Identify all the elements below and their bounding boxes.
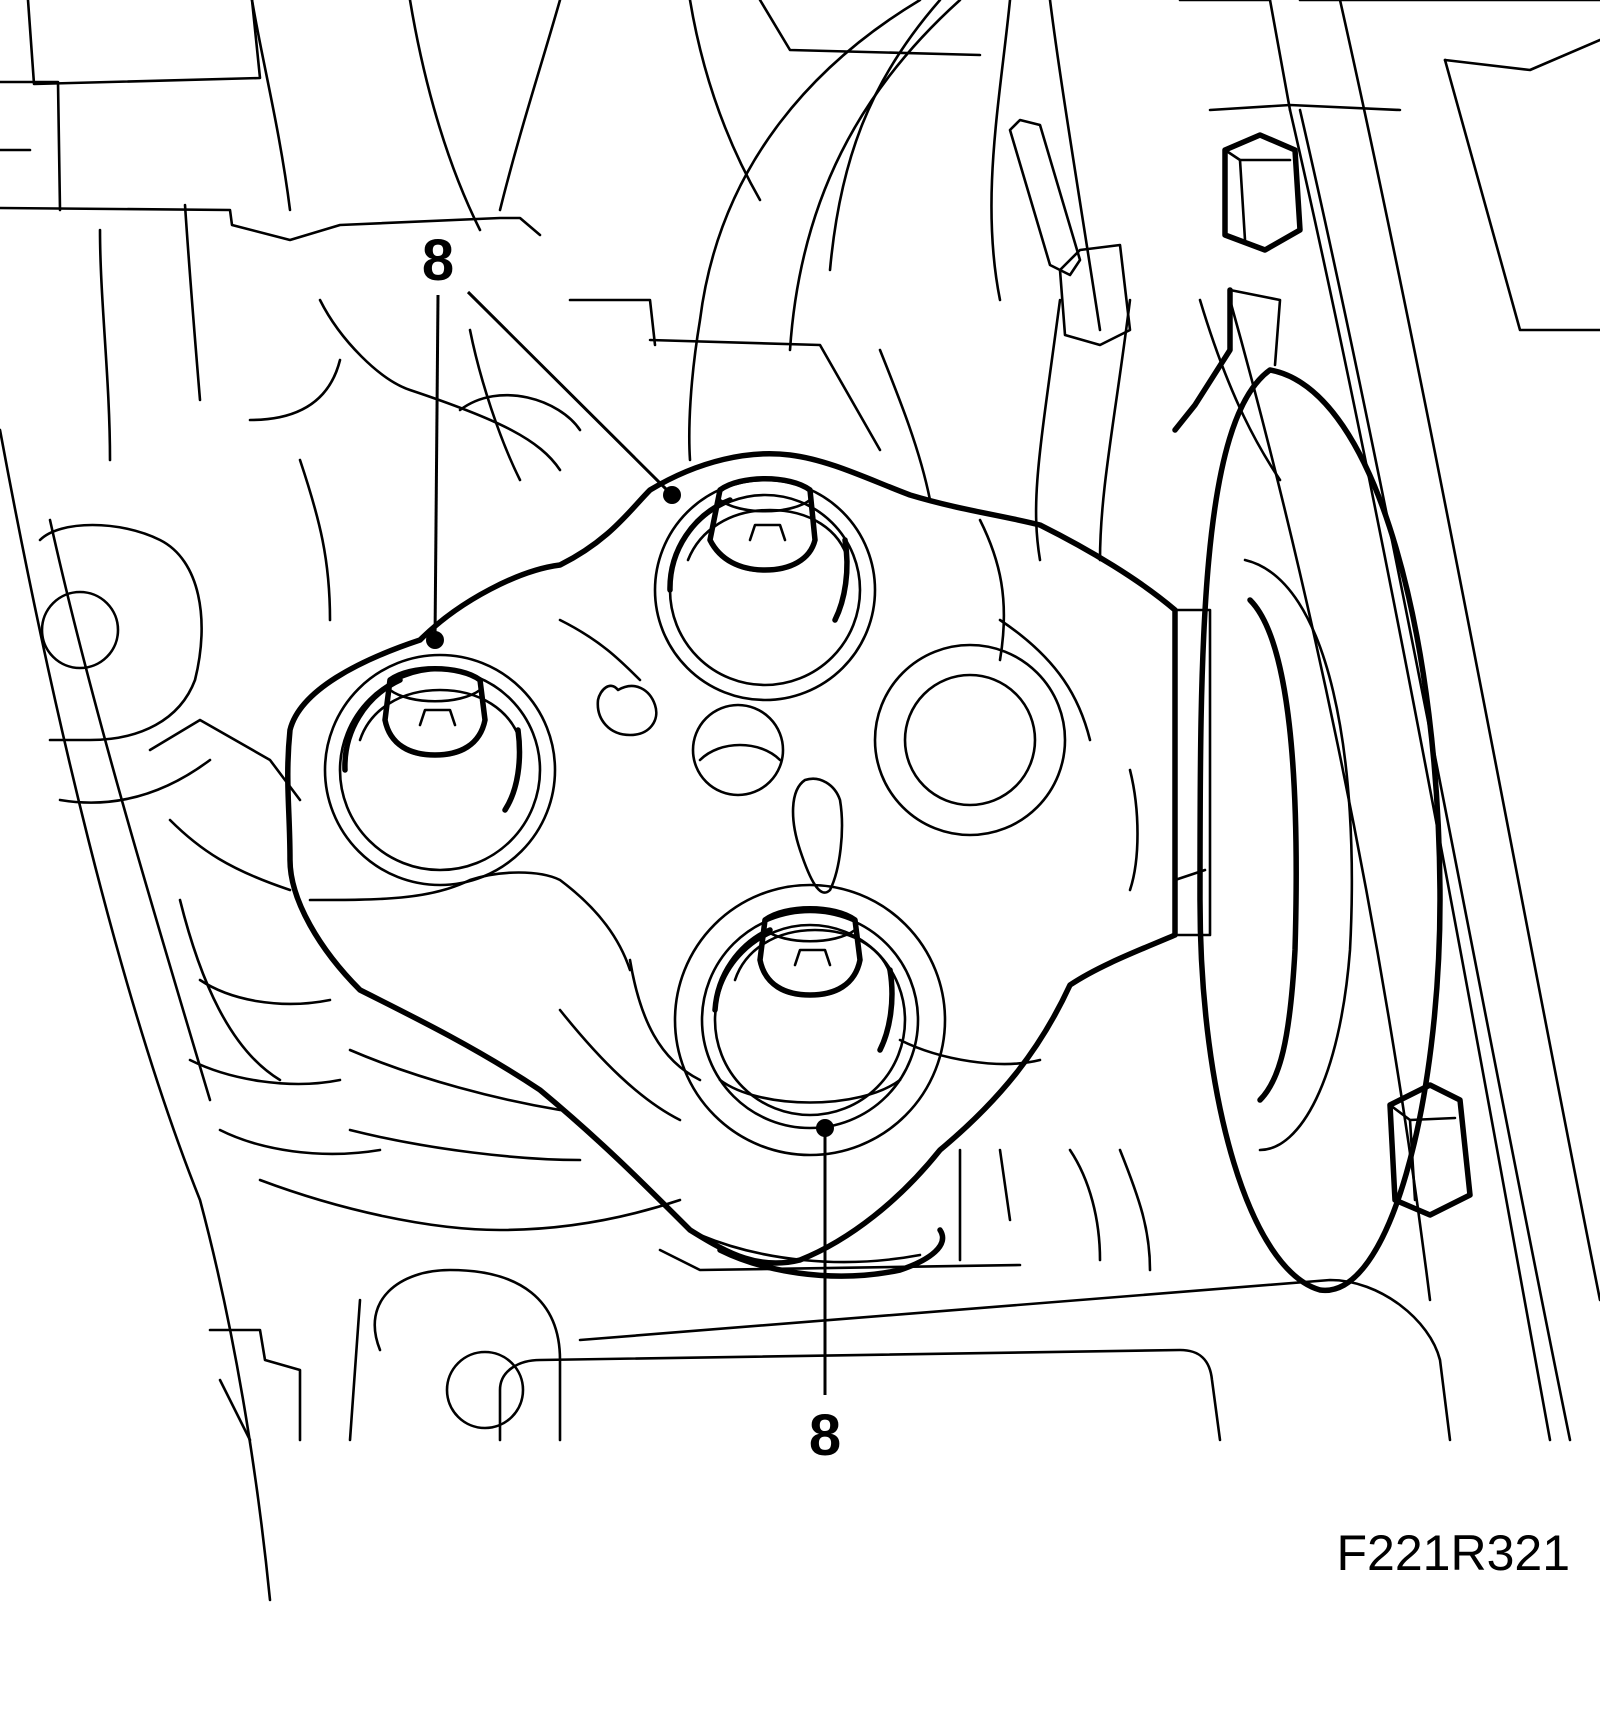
callout-dot bbox=[426, 631, 444, 649]
flange-bolt-bottom bbox=[673, 883, 947, 1157]
lower-left-boss bbox=[208, 1268, 562, 1442]
left-boss bbox=[38, 523, 212, 804]
hex-bolt-upper-right bbox=[1222, 132, 1303, 253]
flange-plate bbox=[285, 451, 1212, 1279]
bottom-cover bbox=[498, 1248, 1452, 1442]
figure-id: F221R321 bbox=[1337, 1525, 1571, 1581]
callout-label-upper: 8 bbox=[422, 228, 454, 293]
callout-label-lower: 8 bbox=[809, 1403, 841, 1468]
flange-bolt-left bbox=[323, 653, 557, 887]
callout-dot bbox=[816, 1119, 834, 1137]
pulley bbox=[1172, 287, 1443, 1293]
callout-upper: 8 bbox=[422, 228, 681, 649]
callout-dot bbox=[663, 486, 681, 504]
flange-bolt-top bbox=[653, 476, 877, 702]
engine-background bbox=[0, 0, 1600, 1602]
callout-lower: 8 bbox=[809, 1119, 841, 1468]
